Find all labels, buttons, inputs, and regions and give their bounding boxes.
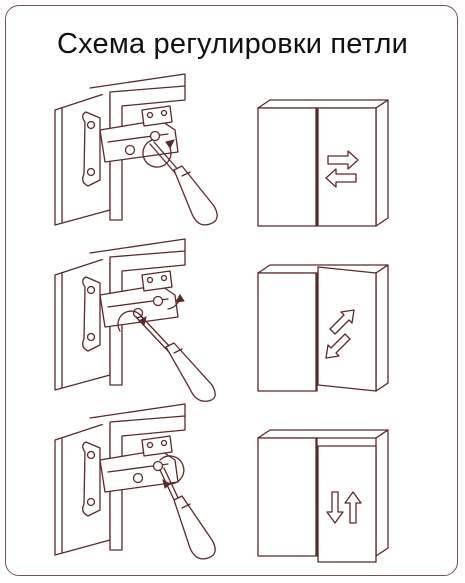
- hinge-illustration: [55, 239, 185, 390]
- screwdriver: [136, 315, 215, 401]
- hinge-illustration: [55, 74, 185, 225]
- hinge-illustration: [55, 404, 185, 555]
- step-1: [0, 70, 465, 235]
- cabinet-illustration: [258, 265, 388, 391]
- step-3: [0, 400, 465, 570]
- cabinet-illustration: [258, 430, 388, 562]
- diagram-title: Схема регулировки петли: [0, 28, 465, 61]
- cabinet-illustration: [258, 100, 388, 226]
- step-2: [0, 235, 465, 400]
